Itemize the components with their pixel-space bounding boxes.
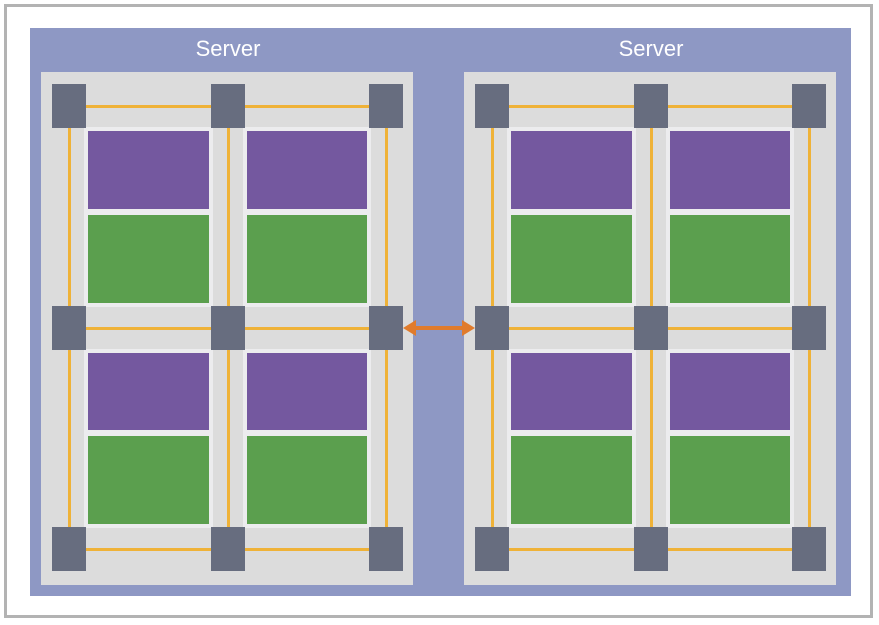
switch-node bbox=[634, 527, 668, 571]
server-title-left: Server bbox=[195, 36, 261, 61]
switch-node bbox=[475, 84, 509, 128]
compute-tile bbox=[247, 131, 367, 209]
switch-node bbox=[634, 306, 668, 350]
switch-node bbox=[211, 84, 245, 128]
switch-node bbox=[52, 306, 86, 350]
switch-node bbox=[369, 306, 403, 350]
compute-tile bbox=[88, 131, 209, 209]
compute-tile bbox=[670, 353, 790, 430]
switch-node bbox=[792, 84, 826, 128]
switch-node bbox=[52, 84, 86, 128]
memory-tile bbox=[670, 215, 790, 303]
interconnect-arrow bbox=[403, 320, 475, 336]
switch-node bbox=[475, 527, 509, 571]
compute-tile bbox=[88, 353, 209, 430]
memory-tile bbox=[247, 436, 367, 524]
memory-tile bbox=[670, 436, 790, 524]
switch-node bbox=[211, 306, 245, 350]
server-title-right: Server bbox=[618, 36, 684, 61]
switch-node bbox=[211, 527, 245, 571]
compute-tile bbox=[670, 131, 790, 209]
memory-tile bbox=[88, 436, 209, 524]
arrow-head-right bbox=[462, 320, 475, 336]
switch-node bbox=[52, 527, 86, 571]
switch-node bbox=[369, 84, 403, 128]
compute-tile bbox=[247, 353, 367, 430]
switch-node bbox=[792, 306, 826, 350]
server-board-right bbox=[464, 72, 836, 585]
switch-node bbox=[634, 84, 668, 128]
memory-tile bbox=[88, 215, 209, 303]
memory-tile bbox=[511, 215, 632, 303]
compute-tile bbox=[511, 131, 632, 209]
memory-tile bbox=[511, 436, 632, 524]
compute-tile bbox=[511, 353, 632, 430]
arrow-head-left bbox=[403, 320, 416, 336]
switch-node bbox=[475, 306, 509, 350]
switch-node bbox=[792, 527, 826, 571]
server-board-left bbox=[41, 72, 413, 585]
switch-node bbox=[369, 527, 403, 571]
memory-tile bbox=[247, 215, 367, 303]
